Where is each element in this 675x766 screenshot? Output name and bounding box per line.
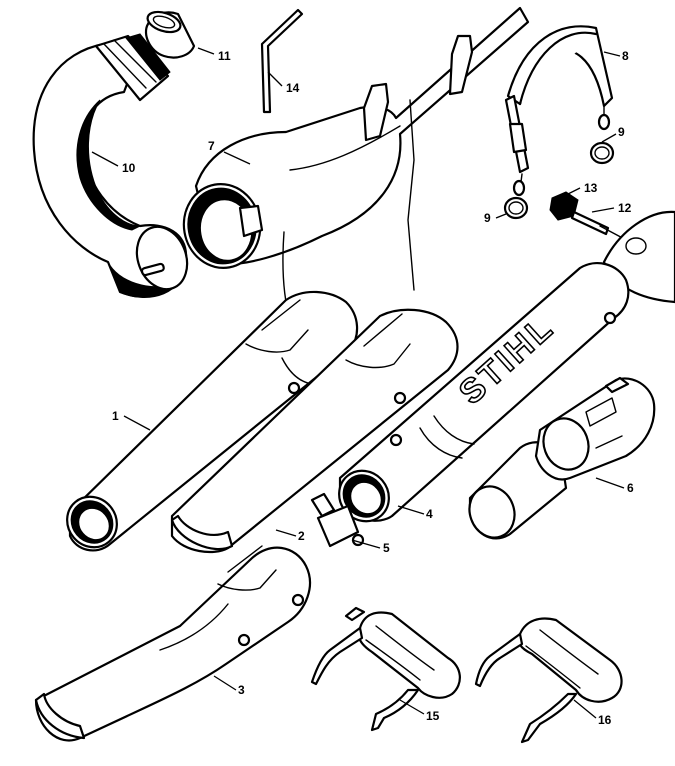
callout-3: 3	[238, 683, 245, 697]
callout-2: 2	[298, 529, 305, 543]
part-6-nozzle-sections	[468, 376, 656, 540]
part-16-glasses	[474, 617, 623, 744]
callout-12: 12	[618, 201, 632, 215]
callout-9-upper: 9	[618, 125, 625, 139]
callout-16: 16	[598, 713, 612, 727]
part-15-glasses	[310, 606, 461, 732]
callout-8: 8	[622, 49, 629, 63]
callout-1: 1	[112, 409, 119, 423]
part-3-wide-nozzle	[34, 545, 311, 742]
callout-14: 14	[286, 81, 300, 95]
callout-15: 15	[426, 709, 440, 723]
leader-lines	[91, 47, 625, 719]
callout-7: 7	[208, 139, 215, 153]
callout-labels: 1 2 3 4 5 6 7 8 9 9 10 11 12 13 14 15 16	[112, 49, 634, 727]
part-10-elbow	[32, 33, 189, 298]
part-9-rings	[503, 141, 615, 220]
callout-11: 11	[218, 49, 231, 63]
callout-10: 10	[122, 161, 136, 175]
part-2-flat-nozzle	[170, 308, 459, 554]
callout-9-lower: 9	[484, 211, 491, 225]
callout-13: 13	[584, 181, 598, 195]
part-5-deflector	[310, 492, 365, 548]
callout-4: 4	[426, 507, 433, 521]
part-14-hex-key	[260, 8, 304, 114]
callout-5: 5	[383, 541, 390, 555]
part-7-shroud	[182, 6, 530, 321]
part-1-round-nozzle	[66, 290, 359, 552]
part-11-ring	[144, 10, 196, 59]
callout-6: 6	[627, 481, 634, 495]
part-8-strap	[504, 25, 614, 197]
